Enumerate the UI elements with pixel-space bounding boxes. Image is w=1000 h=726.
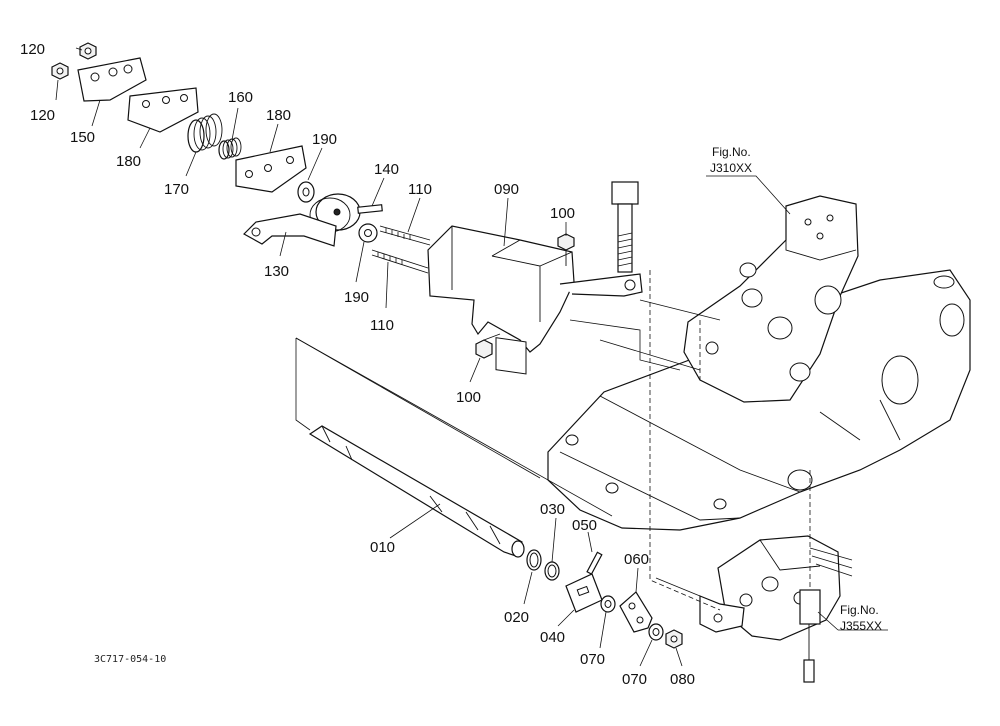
callout-060: 060	[624, 551, 649, 568]
part-110-stud-lower	[371, 249, 429, 274]
callout-010: 010	[370, 539, 395, 556]
callout-170: 170	[164, 181, 189, 198]
part-040-cam	[565, 573, 603, 613]
part-110-stud-upper	[379, 225, 431, 246]
phantom-lines	[295, 270, 811, 611]
callout-100b: 100	[456, 389, 481, 406]
part-120-nut-left	[51, 62, 69, 80]
figure-ref-code: J355XX	[840, 619, 882, 633]
callout-080: 080	[670, 671, 695, 688]
callout-120a: 120	[20, 41, 45, 58]
callout-090: 090	[494, 181, 519, 198]
part-090-bracket	[427, 225, 643, 375]
callout-050: 050	[572, 517, 597, 534]
part-190-washer-lower	[358, 223, 378, 243]
figure-ref-label: Fig.No.	[712, 145, 751, 159]
leader-lines	[55, 47, 888, 667]
callout-020: 020	[504, 609, 529, 626]
callout-070a: 070	[580, 651, 605, 668]
callout-110b: 110	[370, 317, 394, 334]
part-160-spring-small	[218, 137, 242, 160]
part-060-bracket	[619, 591, 653, 633]
part-010-shaft	[308, 425, 525, 558]
callout-130: 130	[264, 263, 289, 280]
figure-ref-j355[interactable]: Fig.No. J355XX	[840, 603, 882, 633]
part-170-spring-large	[187, 113, 223, 153]
callout-160: 160	[228, 89, 253, 106]
callout-190b: 190	[344, 289, 369, 306]
part-180-plate-lower	[235, 145, 307, 193]
callout-190a: 190	[312, 131, 337, 148]
part-bolt-long	[611, 181, 639, 273]
valve-block-j310	[683, 195, 859, 403]
callout-070b: 070	[622, 671, 647, 688]
part-140-pin	[357, 204, 383, 214]
part-070-washer-a	[600, 595, 616, 613]
callout-150: 150	[70, 129, 95, 146]
callout-140: 140	[374, 161, 399, 178]
part-020-oring	[526, 549, 542, 571]
part-070-washer-b	[648, 623, 664, 641]
figure-ref-label: Fig.No.	[840, 603, 879, 617]
part-030-snapring	[544, 561, 560, 581]
part-100-bolt-lower	[475, 333, 501, 359]
callout-110a: 110	[408, 181, 432, 198]
part-180-plate-upper	[127, 87, 199, 133]
callout-100a: 100	[550, 205, 575, 222]
callout-120b: 120	[30, 107, 55, 124]
valve-assembly-j355	[699, 535, 853, 683]
callout-030: 030	[540, 501, 565, 518]
figure-ref-j310[interactable]: Fig.No. J310XX	[710, 145, 752, 175]
figure-ref-code: J310XX	[710, 161, 752, 175]
part-120-nut-top	[79, 42, 97, 60]
callout-040: 040	[540, 629, 565, 646]
part-050-pin	[586, 551, 603, 575]
part-130-lever	[243, 213, 337, 247]
part-080-nut	[665, 629, 683, 649]
part-190-washer-upper	[297, 181, 315, 203]
callout-180a: 180	[116, 153, 141, 170]
drawing-code: 3C717-054-10	[94, 654, 166, 665]
callout-180b: 180	[266, 107, 291, 124]
callout-labels: 120 120 150 180 160 180 170 190 140 110 …	[20, 41, 695, 688]
part-150-plate	[77, 57, 147, 102]
